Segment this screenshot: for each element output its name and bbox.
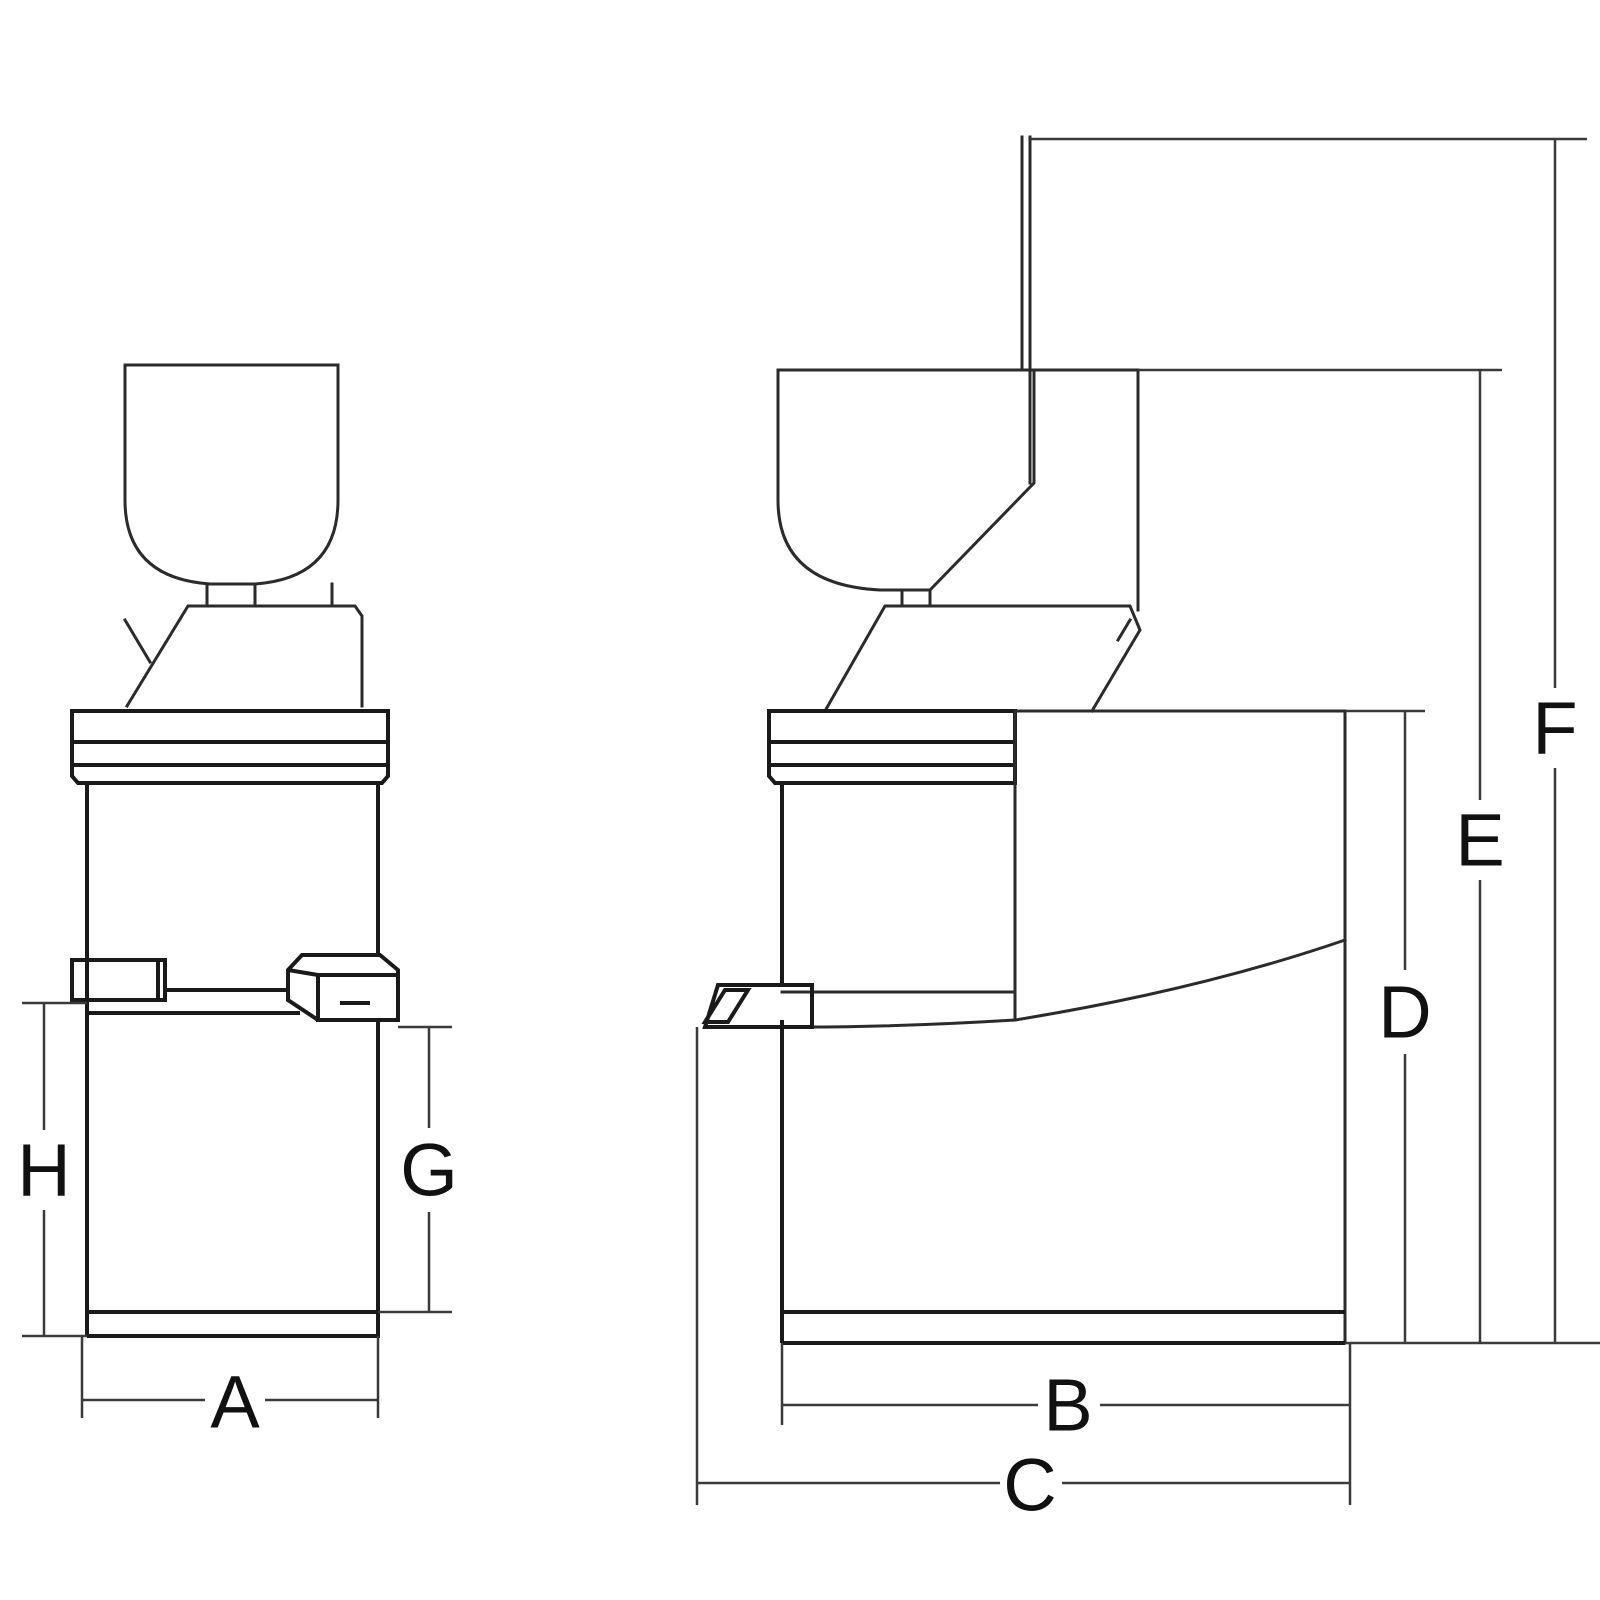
front-base [87,1020,380,1338]
dimension-label-b: B [1043,1364,1092,1447]
dimension-label-c: C [1003,1444,1056,1527]
dimension-label-g: G [400,1129,458,1212]
front-hopper-neck [205,582,257,607]
side-base [782,1310,1345,1345]
side-hopper [776,368,1036,592]
dimension-label-a: A [210,1361,260,1444]
dimension-label-h: H [17,1129,70,1212]
side-view [701,135,1347,1345]
side-cabinet [1013,709,1347,1345]
side-collar [767,709,1017,785]
dimension-label-e: E [1455,799,1504,882]
front-column [85,783,380,1336]
front-outlet-box [286,953,400,1022]
front-hopper [123,363,340,586]
dimension-label-f: F [1532,687,1577,770]
side-feed-tube [1020,135,1032,485]
front-switch-box [70,958,167,1002]
dimension-label-d: D [1378,971,1431,1054]
side-motor-housing [822,604,1142,714]
front-collar [70,709,390,785]
front-view [70,363,400,1338]
front-motor-housing [124,604,364,709]
